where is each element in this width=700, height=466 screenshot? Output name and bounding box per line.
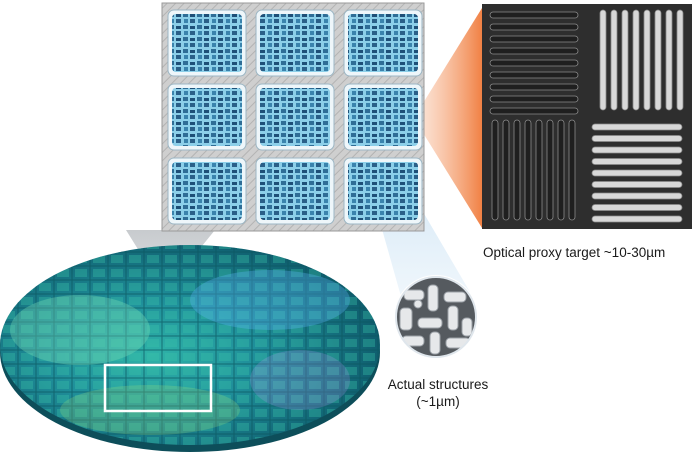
optical-bar <box>489 95 579 103</box>
sem-feature <box>399 307 413 331</box>
sem-feature <box>461 317 473 337</box>
optical-bar <box>489 59 579 67</box>
optical-bar <box>654 9 662 111</box>
die <box>255 9 335 77</box>
optical-bar <box>610 9 618 111</box>
optical-bar <box>502 119 510 221</box>
die <box>255 157 335 225</box>
die <box>167 9 247 77</box>
die <box>343 157 423 225</box>
optical-bar <box>591 181 683 188</box>
actual-structures-line1: Actual structures <box>387 377 489 392</box>
actual-structures-caption: Actual structures (~1µm) <box>368 376 508 410</box>
optical-bar <box>513 119 521 221</box>
optical-bar <box>643 9 651 111</box>
optical-bar <box>591 146 683 154</box>
optical-bar <box>591 135 683 142</box>
optical-bar <box>621 9 629 111</box>
optical-bar <box>591 158 683 165</box>
optical-bar <box>489 83 579 91</box>
optical-bar <box>591 123 683 131</box>
die <box>167 83 247 151</box>
optical-proxy-target <box>482 4 692 229</box>
optical-bar <box>489 71 579 79</box>
die <box>343 9 423 77</box>
die <box>343 83 423 151</box>
optical-bar <box>489 107 579 115</box>
silicon-wafer <box>0 245 380 452</box>
actual-structures-line2: (~1µm) <box>416 394 460 409</box>
optical-bar <box>557 119 565 221</box>
optical-bar <box>591 204 683 211</box>
optical-bar <box>591 192 683 200</box>
optical-bar <box>489 35 579 43</box>
optical-proxy-caption: Optical proxy target ~10-30µm <box>483 245 666 260</box>
actual-structures-sem <box>394 275 478 359</box>
die <box>167 157 247 225</box>
zoom-beam-optical <box>420 8 482 228</box>
optical-bar <box>676 9 684 111</box>
optical-bar <box>491 119 499 221</box>
sem-feature <box>427 284 439 312</box>
optical-bar <box>524 119 532 221</box>
die <box>255 83 335 151</box>
optical-bar <box>632 9 640 111</box>
sem-feature <box>413 299 423 309</box>
sem-feature <box>403 289 425 301</box>
sem-feature <box>443 291 467 303</box>
sem-feature <box>417 317 443 329</box>
3x3-die-grid <box>161 2 425 232</box>
sem-feature <box>447 305 459 331</box>
optical-bar <box>546 119 554 221</box>
optical-bar <box>591 215 683 223</box>
optical-bar <box>489 23 579 31</box>
optical-bar <box>665 9 673 111</box>
optical-bar <box>535 119 543 221</box>
selection-box <box>103 363 213 413</box>
optical-bar <box>568 119 576 221</box>
optical-bar <box>599 9 607 111</box>
optical-bar <box>489 47 579 55</box>
sem-feature <box>429 331 441 355</box>
optical-bar <box>591 169 683 177</box>
optical-bar <box>489 11 579 19</box>
